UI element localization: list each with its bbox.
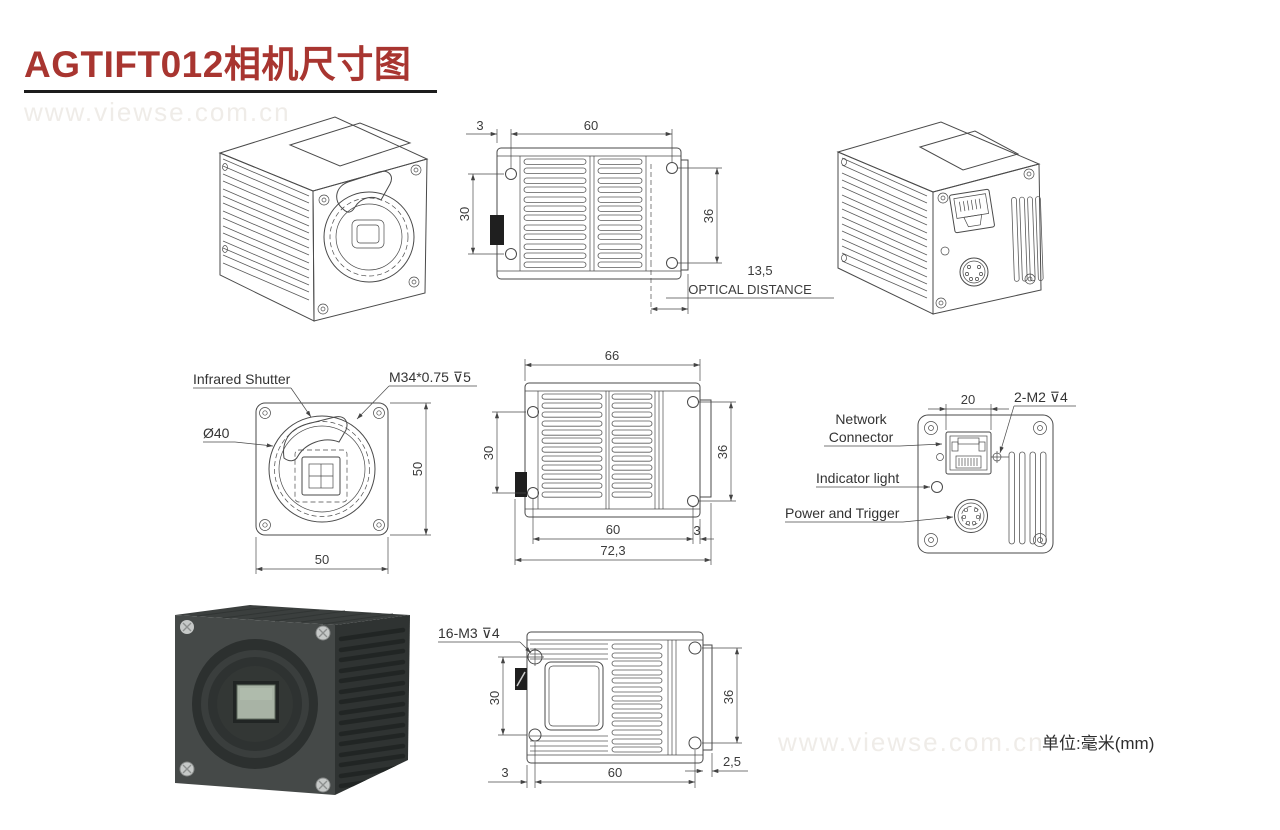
dim-30: 30 — [481, 446, 496, 460]
side-fins — [841, 157, 928, 299]
corner-screws — [317, 164, 422, 315]
lens-mount-circle — [268, 415, 376, 523]
mount-holes — [527, 396, 699, 507]
page-title: AGTIFT012相机尺寸图 — [24, 44, 412, 85]
iso-rear-view-drawing — [836, 121, 1044, 315]
infrared-shutter-shape — [283, 416, 348, 462]
back-view-drawing: 20 2-M2 ⊽4 Network Connector Indicator l… — [785, 389, 1076, 554]
corner-screws — [935, 168, 1036, 309]
dim-66: 66 — [605, 348, 619, 363]
camera-body-outline — [917, 414, 1054, 554]
front-view-drawing: Infrared Shutter M34*0.75 ⊽5 Ø40 50 50 — [193, 369, 477, 574]
mount-holes — [505, 162, 678, 269]
side-connector-black — [490, 215, 504, 245]
side-fins — [222, 158, 310, 301]
sensor — [233, 681, 279, 723]
dim-3: 3 — [476, 118, 483, 133]
dim-60: 60 — [584, 118, 598, 133]
dim-60: 60 — [608, 765, 622, 780]
infrared-shutter-shape — [336, 170, 392, 213]
m3-thread-label: 16-M3 ⊽4 — [438, 625, 500, 641]
top-view-drawing: 16-M3 ⊽4 30 36 3 60 2,5 — [438, 625, 748, 788]
network-connector-label-line2: Connector — [829, 429, 894, 445]
iso-front-view-drawing — [218, 116, 429, 322]
camera-body-outline — [515, 631, 713, 764]
dim-30: 30 — [457, 207, 472, 221]
labels-and-dimensions: 20 2-M2 ⊽4 Network Connector Indicator l… — [785, 389, 1076, 523]
unit-note: 单位:毫米(mm) — [1042, 734, 1155, 753]
corner-screws — [259, 407, 385, 531]
dim-20: 20 — [961, 392, 975, 407]
rj45-connector — [949, 188, 995, 234]
mount-holes — [526, 641, 702, 750]
dim-60: 60 — [606, 522, 620, 537]
heatsink-fins — [611, 643, 663, 753]
edge-fins-left — [530, 643, 608, 752]
camera-body-outline — [515, 382, 712, 518]
dim-36: 36 — [721, 690, 736, 704]
power-connector — [959, 257, 989, 287]
dim-2-5: 2,5 — [723, 754, 741, 769]
watermark-bottom: www.viewse.com.cn — [778, 727, 1045, 757]
dimensions: 66 30 36 60 3 72,3 — [481, 348, 736, 565]
dim-3: 3 — [693, 523, 700, 538]
camera-body-outline — [255, 402, 389, 536]
camera-iso-rear-outline — [836, 121, 1042, 315]
indicator-light-dot — [940, 246, 950, 256]
side-view-top-drawing: 3 60 30 36 13,5 OPTICAL DISTANCE — [457, 118, 834, 314]
network-connector-label-line1: Network — [835, 411, 887, 427]
diameter-label: Ø40 — [203, 425, 230, 441]
top-face-texture — [196, 606, 394, 625]
dim-72-3: 72,3 — [600, 543, 625, 558]
dimensions: 3 60 30 36 13,5 OPTICAL DISTANCE — [457, 118, 834, 314]
power-connector — [954, 499, 988, 533]
camera-iso-front-outline — [218, 116, 429, 322]
optical-distance-label: OPTICAL DISTANCE — [688, 282, 812, 297]
indicator-light-dot — [931, 481, 943, 493]
dim-height-50: 50 — [410, 462, 425, 476]
dim-36: 36 — [715, 445, 730, 459]
dim-13-5: 13,5 — [747, 263, 772, 278]
labels-and-dimensions: Infrared Shutter M34*0.75 ⊽5 Ø40 50 50 — [193, 369, 477, 574]
labels-and-dimensions: 16-M3 ⊽4 30 36 3 60 2,5 — [438, 625, 748, 788]
lens-mount — [323, 170, 415, 283]
corner-screws — [179, 620, 331, 793]
rj45-connector — [936, 431, 1009, 475]
m2-thread-label: 2-M2 ⊽4 — [1014, 389, 1068, 405]
title-underline — [24, 90, 437, 93]
power-trigger-label: Power and Trigger — [785, 505, 900, 521]
camera-body-outline — [490, 147, 689, 280]
corner-screws — [924, 421, 1047, 547]
infrared-shutter-label: Infrared Shutter — [193, 371, 291, 387]
top-panel-window — [544, 661, 604, 731]
dim-36: 36 — [701, 209, 716, 223]
side-view-middle-drawing: 66 30 36 60 3 72,3 — [481, 348, 736, 565]
heatsink-fins — [523, 158, 643, 268]
dim-30: 30 — [487, 691, 502, 705]
indicator-light-label: Indicator light — [816, 470, 899, 486]
side-connector-black — [515, 472, 527, 497]
sensor-window — [294, 449, 348, 503]
heatsink-fins — [541, 393, 653, 498]
back-slots — [1008, 451, 1047, 545]
back-slots — [1011, 196, 1044, 282]
thread-spec-label: M34*0.75 ⊽5 — [389, 369, 471, 385]
watermark-top: www.viewse.com.cn — [24, 97, 291, 127]
dim-width-50: 50 — [315, 552, 329, 567]
dim-3: 3 — [501, 765, 508, 780]
camera-product-render — [175, 605, 410, 795]
